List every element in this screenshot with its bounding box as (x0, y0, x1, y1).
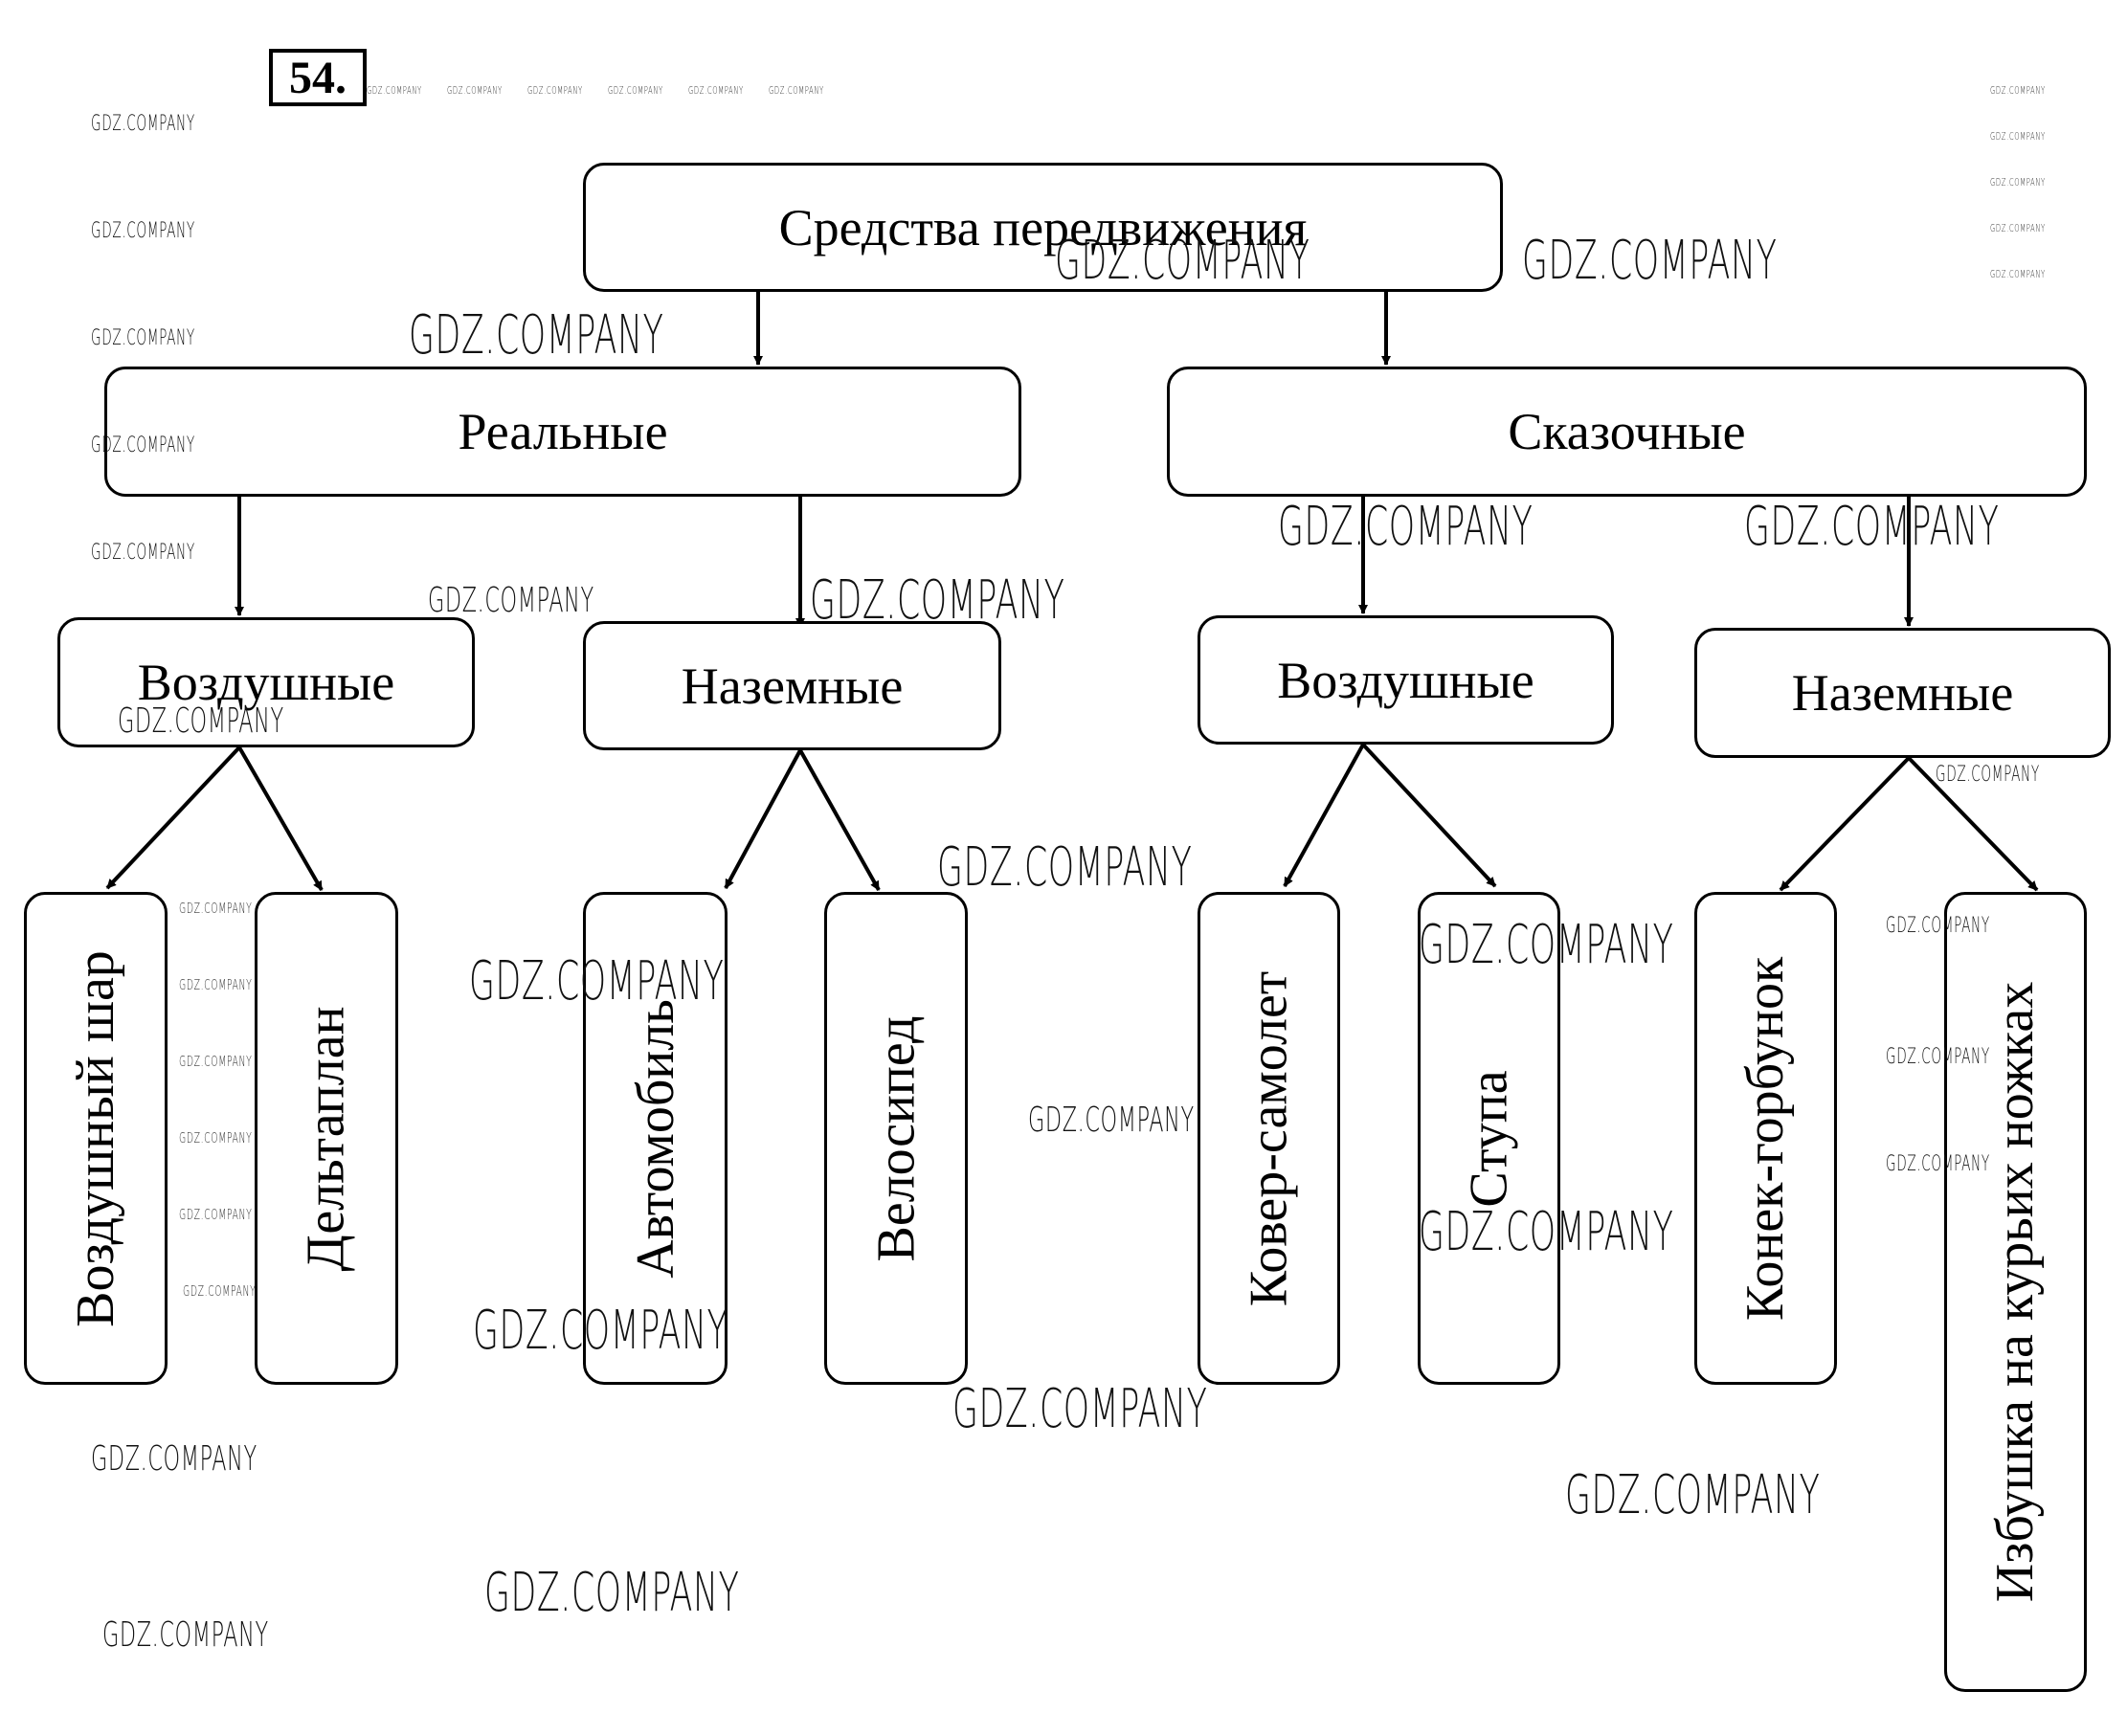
arrow-ground-to-bicycle (798, 749, 881, 891)
leaf-hangglider-label: Дельтаплан (297, 1005, 357, 1272)
node-fairy-label: Сказочные (1508, 403, 1746, 460)
watermark: GDZ.COMPANY (179, 1053, 253, 1070)
watermark: GDZ.COMPANY (409, 304, 664, 367)
node-fairy-ground: Наземные (1694, 628, 2111, 758)
node-fairy-air-label: Воздушные (1277, 651, 1534, 709)
leaf-humpbacked-horse: Конек-горбунок (1694, 892, 1837, 1385)
node-real-label: Реальные (458, 403, 668, 460)
leaf-balloon: Воздушный шар (24, 892, 168, 1385)
watermark: GDZ.COMPANY (91, 219, 195, 243)
watermark: GDZ.COMPANY (1565, 1464, 1821, 1526)
watermark: GDZ.COMPANY (1886, 914, 1990, 938)
node-fairy-ground-label: Наземные (1791, 664, 2014, 722)
watermark: GDZ.COMPANY (1990, 268, 2046, 280)
arrow-ground-to-car (724, 749, 802, 889)
leaf-humpbacked-horse-label: Конек-горбунок (1735, 956, 1796, 1321)
arrow-fairyair-to-mortar (1361, 743, 1497, 888)
watermark: GDZ.COMPANY (1055, 230, 1310, 292)
leaf-mortar-label: Ступа (1459, 1069, 1519, 1208)
leaf-hut-on-chicken-legs: Избушка на курьих ножках (1944, 892, 2087, 1692)
node-fairy: Сказочные (1167, 367, 2087, 497)
watermark: GDZ.COMPANY (1028, 1101, 1195, 1140)
watermark: GDZ.COMPANY (179, 976, 253, 993)
watermark: GDZ.COMPANY (179, 1206, 253, 1223)
watermark: GDZ.COMPANY (952, 1378, 1208, 1440)
watermark: GDZ.COMPANY (179, 1129, 253, 1146)
watermark: GDZ.COMPANY (688, 84, 744, 97)
watermark: GDZ.COMPANY (102, 1615, 269, 1655)
arrow-fairyground-to-horse (1779, 756, 1911, 892)
node-fairy-air: Воздушные (1198, 615, 1614, 745)
watermark: GDZ.COMPANY (469, 950, 725, 1013)
leaf-mortar: Ступа (1418, 892, 1560, 1385)
leaf-hut-label: Избушка на курьих ножках (1985, 981, 2046, 1603)
leaf-hangglider: Дельтаплан (255, 892, 398, 1385)
watermark: GDZ.COMPANY (1419, 1201, 1674, 1263)
watermark: GDZ.COMPANY (1744, 496, 2000, 558)
watermark: GDZ.COMPANY (447, 84, 503, 97)
leaf-flying-carpet: Ковер-самолет (1198, 892, 1340, 1385)
watermark: GDZ.COMPANY (1278, 496, 1534, 558)
watermark: GDZ.COMPANY (1886, 1152, 1990, 1176)
watermark: GDZ.COMPANY (1886, 1045, 1990, 1069)
watermark: GDZ.COMPANY (527, 84, 583, 97)
watermark: GDZ.COMPANY (473, 1300, 728, 1362)
arrow-air-to-balloon (105, 746, 241, 890)
node-real-air-label: Воздушные (137, 654, 395, 711)
watermark: GDZ.COMPANY (1990, 176, 2046, 189)
watermark: GDZ.COMPANY (810, 569, 1065, 632)
leaf-bicycle: Велосипед (824, 892, 968, 1385)
watermark: GDZ.COMPANY (937, 836, 1193, 899)
watermark: GDZ.COMPANY (1522, 230, 1778, 292)
watermark: GDZ.COMPANY (91, 1439, 257, 1479)
node-real-ground: Наземные (583, 621, 1001, 750)
leaf-flying-carpet-label: Ковер-самолет (1239, 970, 1299, 1306)
leaf-bicycle-label: Велосипед (866, 1015, 927, 1261)
arrow-fairyair-to-carpet (1283, 744, 1365, 887)
watermark: GDZ.COMPANY (769, 84, 824, 97)
node-real-ground-label: Наземные (681, 657, 904, 715)
watermark: GDZ.COMPANY (1936, 763, 2040, 787)
watermark: GDZ.COMPANY (367, 84, 422, 97)
node-root-label: Средства передвижения (778, 198, 1308, 256)
exercise-number: 54. (269, 49, 367, 106)
arrow-air-to-hangglider (237, 746, 324, 891)
watermark: GDZ.COMPANY (1990, 130, 2046, 143)
watermark: GDZ.COMPANY (1419, 914, 1674, 976)
watermark: GDZ.COMPANY (484, 1562, 740, 1624)
node-real-air: Воздушные (57, 617, 475, 747)
node-root: Средства передвижения (583, 163, 1503, 292)
leaf-balloon-label: Воздушный шар (66, 949, 125, 1327)
watermark: GDZ.COMPANY (118, 701, 284, 741)
watermark: GDZ.COMPANY (1990, 222, 2046, 234)
watermark: GDZ.COMPANY (1990, 84, 2046, 97)
watermark: GDZ.COMPANY (183, 1282, 257, 1300)
watermark: GDZ.COMPANY (428, 581, 594, 620)
watermark: GDZ.COMPANY (179, 900, 253, 917)
watermark: GDZ.COMPANY (91, 112, 195, 136)
node-real: Реальные (104, 367, 1021, 497)
arrow-fairyground-to-hut (1907, 756, 2039, 892)
leaf-car-label: Автомобиль (625, 998, 685, 1279)
watermark: GDZ.COMPANY (608, 84, 663, 97)
watermark: GDZ.COMPANY (91, 541, 195, 565)
leaf-car: Автомобиль (583, 892, 728, 1385)
watermark: GDZ.COMPANY (91, 326, 195, 350)
watermark: GDZ.COMPANY (91, 434, 195, 457)
